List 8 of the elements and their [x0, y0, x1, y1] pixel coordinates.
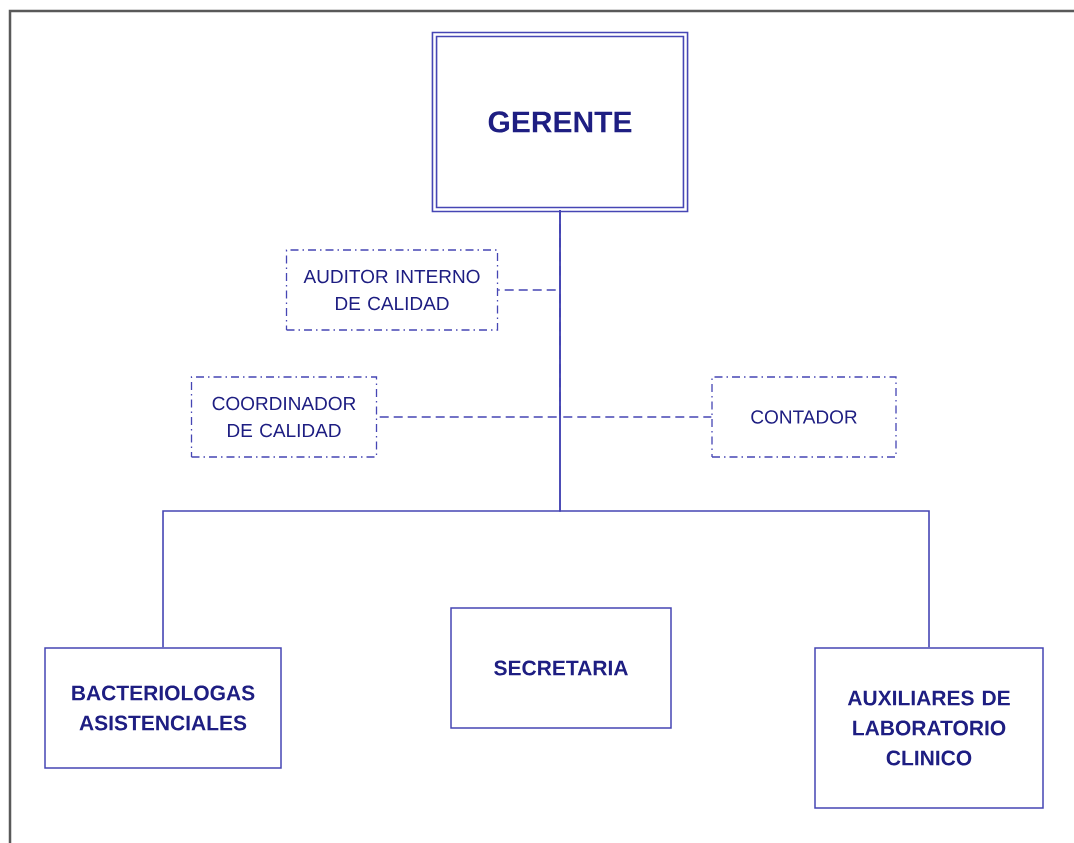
- staff-box: COORDINADOR DE CALIDAD: [190, 376, 378, 458]
- department-box: BACTERIOLOGAS ASISTENCIALES: [44, 647, 282, 769]
- staff-box: AUDITOR INTERNO DE CALIDAD: [285, 249, 499, 331]
- connector: [559, 209, 930, 649]
- staff-box: CONTADOR: [711, 376, 897, 458]
- top-box: GERENTE: [431, 31, 689, 213]
- department-box: SECRETARIA: [450, 607, 672, 729]
- department-box: AUXILIARES DE LABORATORIO CLINICO: [814, 647, 1044, 809]
